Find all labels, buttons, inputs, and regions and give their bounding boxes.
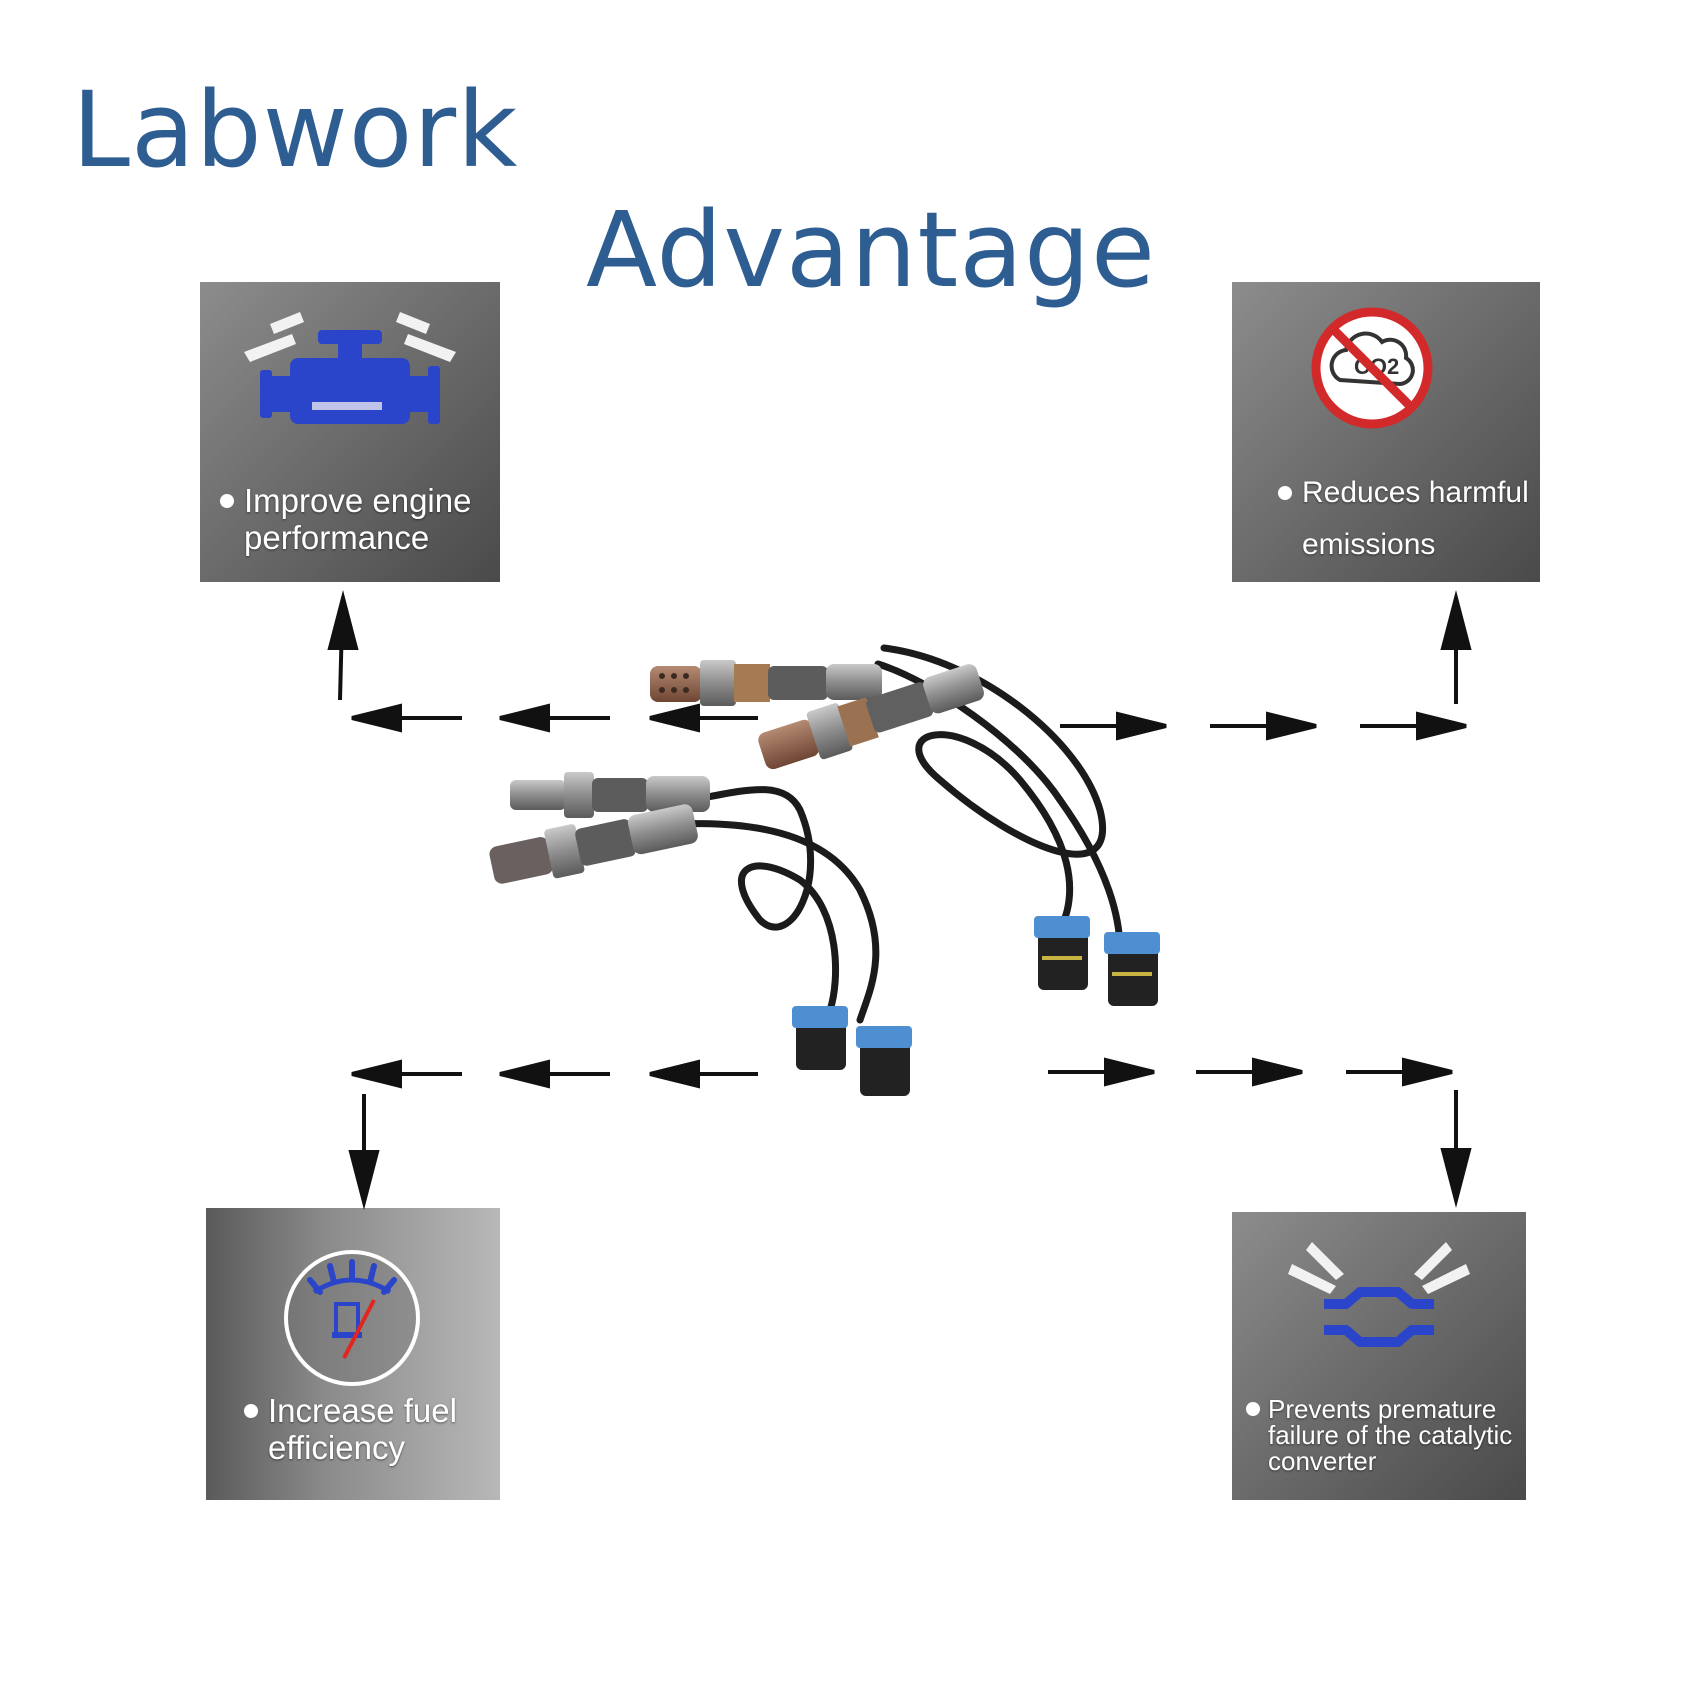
card-text-line2: performance	[244, 519, 430, 556]
card-text-line1: Improve engine	[244, 482, 472, 519]
feature-card-fuel: Increase fuel efficiency	[206, 1208, 500, 1500]
brand-title: Labwork	[72, 69, 519, 191]
bullet-icon	[1246, 1402, 1260, 1416]
bullet-icon	[244, 1404, 258, 1418]
connector-upper	[1034, 916, 1160, 1006]
no-co2-icon: CO2	[1311, 307, 1433, 429]
oxygen-sensor-set-image	[489, 644, 1160, 1096]
connector-lower	[792, 1006, 912, 1096]
arrow-right-bottom	[1048, 1057, 1472, 1208]
card-text-line2: failure of the catalytic	[1268, 1420, 1513, 1450]
bullet-icon	[1278, 486, 1292, 500]
bullet-icon	[220, 494, 234, 508]
feature-card-emissions: CO2 Reduces harmful emissions	[1232, 282, 1540, 582]
sensor-upper-2	[758, 664, 984, 770]
card-text-line2: efficiency	[268, 1429, 405, 1466]
card-text-line1: Reduces harmful	[1302, 476, 1529, 509]
page-title: Advantage	[586, 189, 1157, 311]
sensor-lower-2	[489, 804, 698, 884]
sensor-lower-1	[510, 772, 710, 818]
engine-icon	[244, 312, 456, 424]
card-text-line3: converter	[1268, 1446, 1377, 1476]
arrow-right-top	[1060, 590, 1472, 741]
feature-card-catalytic: Prevents premature failure of the cataly…	[1232, 1212, 1526, 1500]
card-text-line1: Increase fuel	[268, 1392, 457, 1429]
card-text-line2: emissions	[1302, 528, 1436, 561]
arrow-left-top	[327, 590, 758, 733]
sensor-upper-1	[650, 660, 882, 706]
feature-card-engine: Improve engine performance	[200, 282, 500, 582]
fuel-gauge-icon	[284, 1250, 420, 1386]
arrow-left-bottom	[348, 1059, 758, 1210]
card-text-line1: Prevents premature	[1268, 1394, 1497, 1424]
catalytic-converter-icon	[1288, 1242, 1470, 1347]
